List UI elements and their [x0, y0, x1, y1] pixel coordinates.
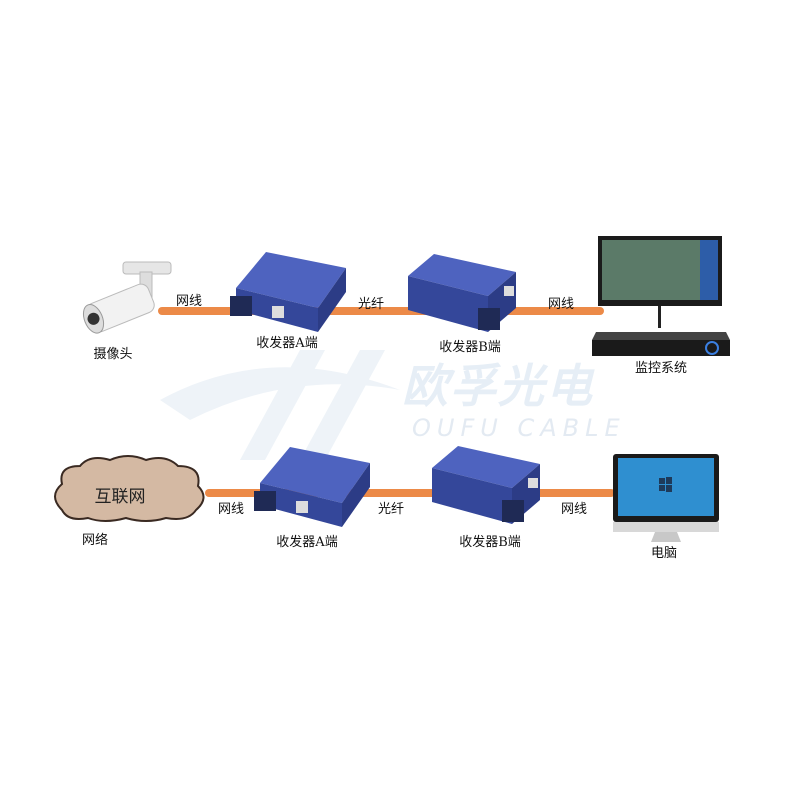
row1-cable — [158, 307, 604, 315]
internet-cloud-label: 互联网 — [94, 487, 146, 507]
row2-cable — [205, 489, 615, 497]
transceiver-a-icon — [230, 252, 346, 332]
computer-label: 电脑 — [650, 546, 678, 561]
row2-cable-left-label: 网线 — [217, 502, 245, 517]
transceiver-b-icon — [408, 254, 516, 332]
watermark-logo — [160, 350, 400, 460]
row2-fiber-label: 光纤 — [377, 502, 405, 517]
computer-monitor-icon — [613, 454, 719, 542]
watermark-brand-cn: 欧孚光电 — [402, 359, 594, 413]
camera-icon — [82, 261, 172, 334]
monitoring-system-label: 监控系统 — [634, 361, 688, 376]
row2-cable-right-label: 网线 — [560, 502, 588, 517]
transceiver-b-icon — [432, 446, 540, 524]
row2-transceiver-b-label: 收发器B端 — [459, 535, 521, 550]
row1-fiber-label: 光纤 — [357, 297, 385, 312]
camera-label: 摄像头 — [93, 347, 133, 362]
row2-transceiver-a-label: 收发器A端 — [276, 535, 338, 550]
row1-transceiver-b-label: 收发器B端 — [439, 340, 501, 355]
row1-transceiver-a-label: 收发器A端 — [256, 336, 318, 351]
cloud-icon — [54, 455, 205, 522]
network-label: 网络 — [81, 533, 109, 548]
row1-cable-right-label: 网线 — [547, 297, 575, 312]
row1-cable-left-label: 网线 — [175, 294, 203, 309]
monitoring-system-icon — [592, 236, 730, 356]
watermark-brand-en: OUFU CABLE — [412, 414, 626, 442]
transceiver-a-icon — [254, 447, 370, 527]
